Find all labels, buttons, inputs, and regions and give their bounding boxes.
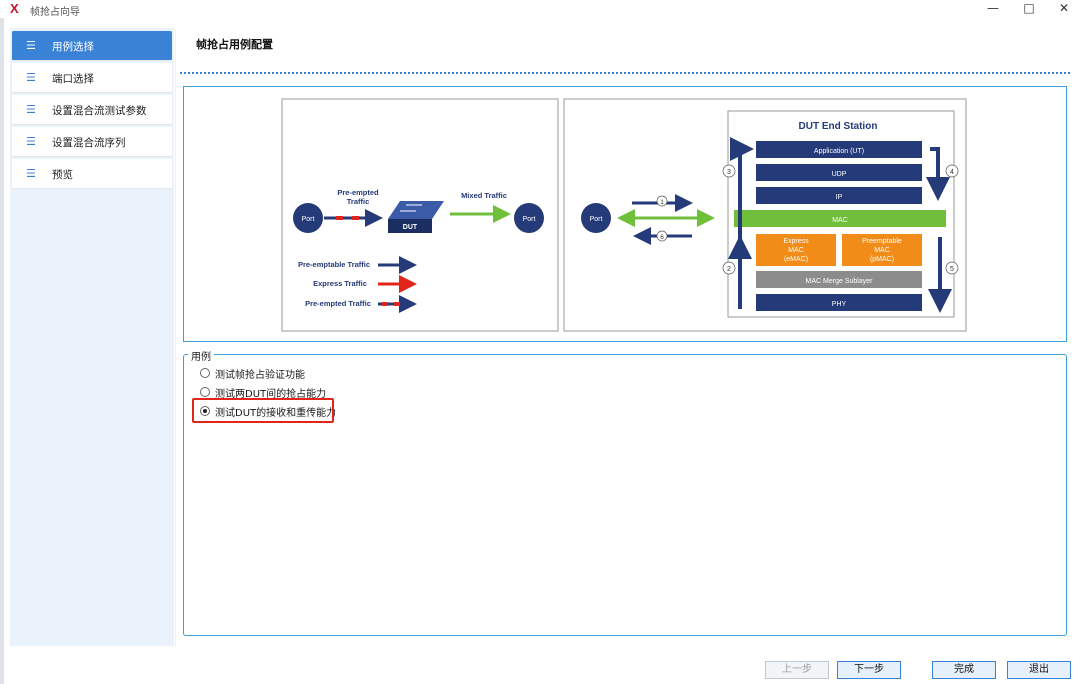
wizard-sidebar: ☰ 用例选择 ☰ 端口选择 ☰ 设置混合流测试参数 ☰ 设置混合流序列 ☰ 预览 (10, 28, 174, 646)
finish-button[interactable]: 完成 (932, 661, 996, 679)
legend-preemptable: Pre-emptable Traffic (298, 260, 370, 269)
port-right-label: Port (523, 216, 536, 223)
list-icon: ☰ (26, 167, 36, 180)
page-title: 帧抢占用例配置 (196, 38, 273, 51)
legend-preempted-fragment (394, 302, 400, 306)
title-bar: X 帧抢占向导 — □ ✕ (0, 0, 1080, 18)
list-icon: ☰ (26, 39, 36, 52)
layer-mac-label: MAC (832, 217, 848, 224)
sidebar-item-preview[interactable]: ☰ 预览 (12, 159, 172, 189)
emac-line-3: (eMAC) (784, 256, 808, 263)
radio-label: 测试两DUT间的抢占能力 (215, 389, 327, 400)
step-1-badge (656, 195, 668, 207)
radio-button[interactable] (200, 387, 210, 397)
port-label: Port (590, 216, 603, 223)
radio-label: 测试帧抢占验证功能 (215, 370, 305, 381)
sidebar-item-mixed-sequence[interactable]: ☰ 设置混合流序列 (12, 127, 172, 157)
step-4-path (926, 147, 950, 201)
usecase-group: 用例 测试帧抢占验证功能 测试两DUT间的抢占能力 测试DUT的接收和重传能力 (183, 348, 1067, 636)
sidebar-item-label: 端口选择 (52, 73, 94, 85)
layer-udp (756, 164, 922, 181)
emac-line-1: Express (783, 238, 809, 245)
step-6-badge (656, 230, 668, 242)
layer-phy-label: PHY (832, 301, 847, 308)
pmac-line-1: Preemptable (862, 238, 902, 245)
sidebar-item-label: 设置混合流序列 (52, 137, 126, 149)
mixed-traffic-label: Mixed Traffic (461, 191, 507, 200)
minimize-button[interactable]: — (987, 1, 999, 15)
preempted-fragment (352, 216, 359, 220)
usecase-group-title: 用例 (188, 348, 214, 363)
next-button[interactable]: 下一步 (837, 661, 901, 679)
exit-button[interactable]: 退出 (1007, 661, 1071, 679)
layer-application-label: Application (UT) (814, 148, 864, 155)
sidebar-item-label: 预览 (52, 169, 73, 181)
layer-merge (756, 271, 922, 288)
sidebar-item-ports[interactable]: ☰ 端口选择 (12, 63, 172, 93)
step-3-badge (722, 164, 736, 178)
step-5-badge (945, 261, 959, 275)
end-station-title: DUT End Station (799, 121, 878, 132)
close-button[interactable]: ✕ (1058, 1, 1070, 15)
maximize-button[interactable]: □ (1023, 1, 1035, 15)
step-4-badge (945, 164, 959, 178)
radio-label: 测试DUT的接收和重传能力 (215, 408, 337, 419)
preempted-fragment (336, 216, 343, 220)
sidebar-item-usecase[interactable]: ☰ 用例选择 (12, 31, 172, 61)
step-1-label: 1 (660, 199, 664, 206)
switch-top (388, 201, 444, 219)
prev-button[interactable]: 上一步 (765, 661, 829, 679)
step-5-label: 5 (950, 266, 954, 273)
switch-body (388, 219, 432, 233)
dotted-divider (180, 72, 1070, 74)
port-left-label: Port (302, 216, 315, 223)
radio-button[interactable] (200, 368, 210, 378)
sidebar-item-label: 设置混合流测试参数 (52, 105, 147, 117)
pmac-line-2: MAC (874, 247, 890, 254)
emac-line-2: MAC (788, 247, 804, 254)
step-3-label: 3 (727, 169, 731, 176)
layer-pmac (842, 234, 922, 266)
list-icon: ☰ (26, 103, 36, 116)
port-left-circle (293, 203, 323, 233)
sidebar-item-label: 用例选择 (52, 41, 94, 53)
content-panel: 帧抢占用例配置 Port Pre-empted Traffic DUT (175, 28, 1075, 646)
layer-phy (756, 294, 922, 311)
dut-label: DUT (403, 224, 418, 231)
preempted-label-2: Traffic (347, 197, 370, 206)
preempted-label-1: Pre-empted (337, 188, 379, 197)
step-2-label: 2 (727, 266, 731, 273)
preemption-diagram: Port Pre-empted Traffic DUT Mixed Traffi… (183, 86, 1067, 342)
layer-ip (756, 187, 922, 204)
list-icon: ☰ (26, 71, 36, 84)
step-4-label: 4 (950, 169, 954, 176)
radio-button-selected[interactable] (200, 406, 210, 416)
legend-preempted: Pre-empted Traffic (305, 299, 371, 308)
pmac-line-3: (pMAC) (870, 256, 894, 263)
layer-mac (734, 210, 946, 227)
sidebar-item-mixed-params[interactable]: ☰ 设置混合流测试参数 (12, 95, 172, 125)
layer-application (756, 141, 922, 158)
legend-preempted-fragment (382, 302, 388, 306)
step-6-label: 6 (660, 234, 664, 241)
step-2-badge (722, 261, 736, 275)
window-title: 帧抢占向导 (30, 7, 80, 18)
diagram-svg: Port Pre-empted Traffic DUT Mixed Traffi… (281, 98, 967, 332)
port-right-circle (514, 203, 544, 233)
layer-merge-label: MAC Merge Sublayer (806, 278, 874, 285)
layer-emac (756, 234, 836, 266)
window-edge (0, 18, 4, 684)
layer-ip-label: IP (836, 194, 843, 201)
port-circle (581, 203, 611, 233)
app-logo-icon: X (10, 1, 19, 16)
list-icon: ☰ (26, 135, 36, 148)
layer-udp-label: UDP (832, 171, 847, 178)
legend-express: Express Traffic (313, 279, 367, 288)
